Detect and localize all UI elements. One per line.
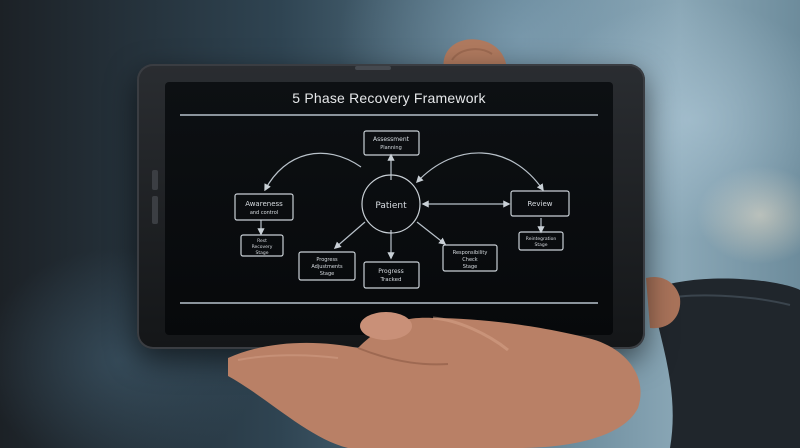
node-left: Awareness and control [234, 193, 294, 221]
tablet-screen: 5 Phase Recovery Framework Patient Asses… [165, 82, 613, 335]
bottom-divider [180, 302, 598, 304]
holding-finger-right [646, 276, 681, 329]
node-center-label: Patient [375, 201, 407, 211]
arrow-center-to-left [264, 152, 362, 192]
framework-diagram: Patient Assessment Planning Awareness an… [234, 130, 570, 289]
node-bottom: Progress Tracked [363, 261, 420, 289]
node-left-line: and control [250, 210, 278, 216]
tablet-side-button [152, 170, 158, 190]
node-right-sub: Reintegration Stage [518, 231, 564, 251]
tablet-camera [355, 66, 391, 70]
node-left-line: Awareness [245, 200, 283, 208]
node-top-line: Assessment [373, 136, 410, 143]
node-right-sub-line: Stage [534, 242, 547, 248]
tablet-side-button [152, 196, 158, 224]
node-center: Patient [361, 174, 421, 234]
node-left-sub-line: Rest [257, 238, 267, 244]
arrow-center-to-right [416, 152, 544, 192]
node-left-sub-line: Recovery [252, 244, 273, 250]
node-bottom-left: Progress Adjustments Stage [298, 251, 356, 281]
node-bottom-left-line: Adjustments [311, 264, 343, 270]
node-bottom-right-line: Responsibility [453, 250, 488, 256]
node-right: Review [510, 190, 570, 217]
arrow-center-to-bottom-right [416, 221, 447, 245]
node-bottom-line: Progress [378, 268, 404, 275]
node-bottom-right-line: Stage [463, 264, 477, 270]
arrow-center-to-bottom-left [333, 221, 366, 249]
node-left-sub-line: Stage [255, 250, 268, 256]
node-bottom-left-line: Progress [316, 257, 338, 263]
hand-holding-tablet [228, 312, 641, 448]
node-left-sub: Rest Recovery Stage [240, 234, 284, 257]
title-divider [180, 114, 598, 116]
node-top-line: Planning [380, 145, 402, 151]
node-right-line: Review [528, 200, 553, 208]
framework-title: 5 Phase Recovery Framework [292, 90, 486, 106]
node-right-sub-line: Reintegration [526, 236, 557, 242]
node-bottom-right: Responsibility Check Stage [442, 244, 498, 272]
node-bottom-right-line: Check [462, 257, 477, 263]
node-bottom-left-line: Stage [320, 271, 334, 277]
node-bottom-line: Tracked [379, 277, 401, 283]
node-top: Assessment Planning [363, 130, 420, 156]
